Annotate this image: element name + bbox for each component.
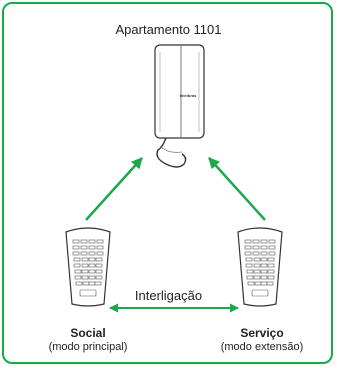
arrow-social-to-apartment — [85, 157, 143, 221]
handset-brand-logo: intelbras — [180, 93, 197, 98]
diagram-frame — [2, 2, 333, 364]
interconnection-label: Interligação — [134, 288, 203, 303]
servico-device-mode: (modo extensão) — [220, 341, 304, 353]
social-device-name: Social — [70, 326, 106, 340]
social-device-mode: (modo principal) — [48, 341, 128, 353]
keypad-panel-icon — [65, 227, 111, 307]
arrow-servico-to-apartment — [208, 157, 266, 221]
keypad-panel-icon — [237, 227, 283, 307]
interphone-handset-icon: intelbras — [154, 44, 205, 168]
apartment-title: Apartamento 1101 — [115, 22, 222, 37]
servico-device-name: Serviço — [240, 326, 284, 340]
